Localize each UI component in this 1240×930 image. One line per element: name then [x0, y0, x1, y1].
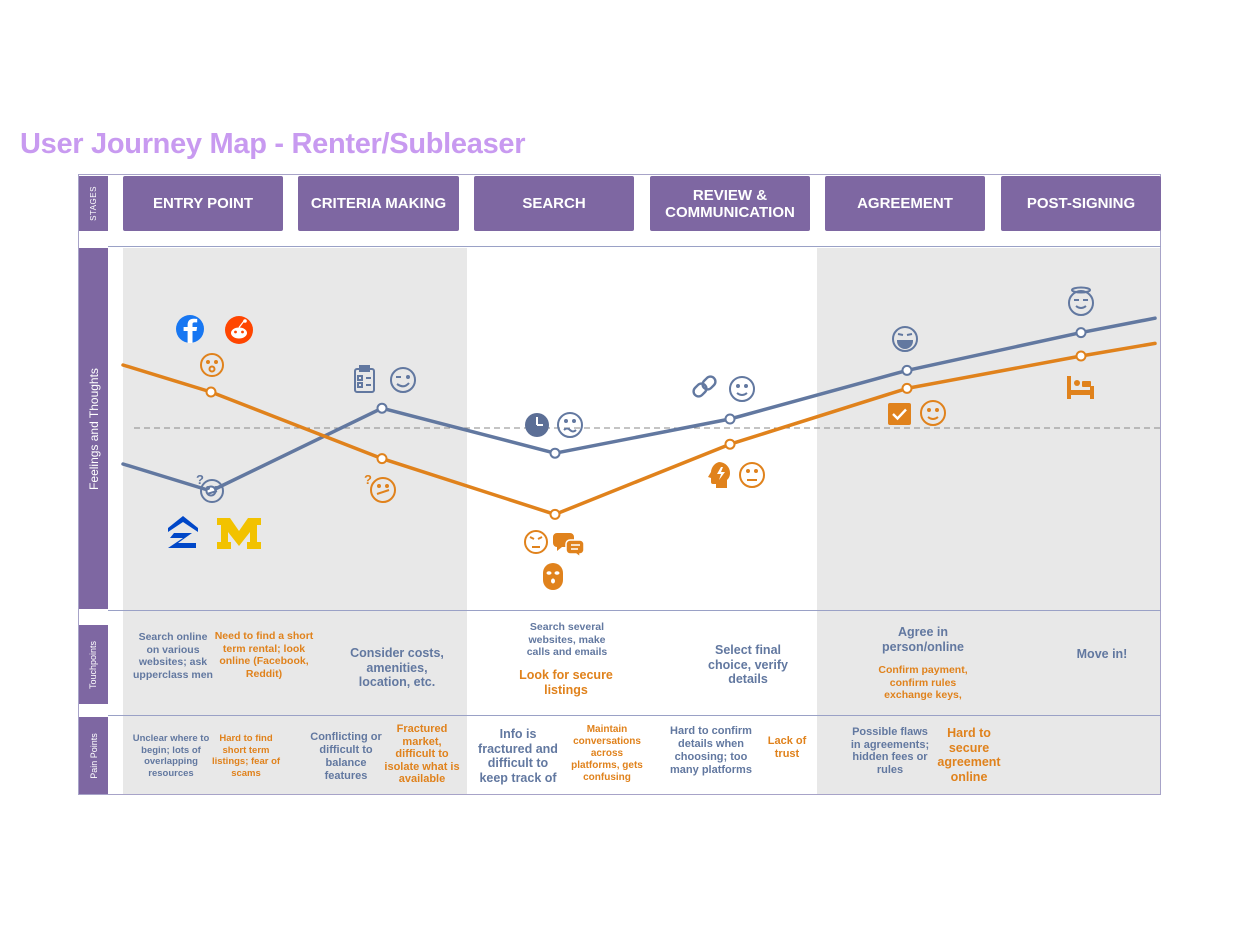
svg-text:?: ?: [364, 472, 372, 487]
divider-stages: [108, 246, 1161, 247]
touchpoint-search-orange: Look for secure listings: [519, 668, 613, 697]
touchpoint-agreement-blue: Agree in person/online: [882, 625, 964, 654]
painpoint-search-orange: Maintain conversations across platforms,…: [571, 724, 643, 783]
zillow-icon: [168, 516, 198, 548]
painpoint-criteria-orange: Fractured market, difficult to isolate w…: [384, 723, 460, 785]
painpoint-criteria-blue: Conflicting or difficult to balance feat…: [310, 731, 382, 782]
orange-series-line: [121, 341, 1157, 517]
orange-series-point: [901, 382, 913, 394]
clipboard-icon: [354, 365, 375, 393]
painpoint-search-blue: Info is fractured and difficult to keep …: [478, 727, 558, 785]
painpoint-review-blue: Hard to confirm details when choosing; t…: [670, 725, 752, 776]
reddit-icon: [225, 316, 253, 344]
stage-criteria-making: CRITERIA MAKING: [298, 176, 459, 231]
divider-feelings: [108, 610, 1161, 611]
svg-text:?: ?: [196, 472, 204, 487]
page-title: User Journey Map - Renter/Subleaser: [20, 128, 526, 160]
touchpoint-criteria: Consider costs, amenities, location, etc…: [350, 646, 444, 689]
painpoint-review-orange: Lack of trust: [767, 735, 807, 760]
stage-search: SEARCH: [474, 176, 634, 231]
blue-series-point: [549, 447, 561, 459]
touchpoint-entry-blue: Search online on various websites; ask u…: [133, 631, 213, 681]
orange-series-point: [376, 453, 388, 465]
orange-series-point: [205, 386, 217, 398]
link-icon: [692, 375, 717, 398]
touchpoint-agreement-orange: Confirm payment, confirm rules exchange …: [878, 664, 968, 701]
touchpoint-entry-orange: Need to find a short term rental; look o…: [214, 630, 314, 680]
stage-entry-point: ENTRY POINT: [123, 176, 283, 231]
clock-icon: [525, 413, 549, 437]
touchpoint-post: Move in!: [1076, 647, 1128, 661]
orange-series-point: [1075, 350, 1087, 362]
blue-series-point: [901, 364, 913, 376]
painpoint-entry-blue: Unclear where to begin; lots of overlapp…: [132, 733, 210, 779]
journey-map-frame: [78, 174, 1161, 795]
row-label-pain-points: Pain Points: [79, 717, 108, 794]
stage-review-communication: REVIEW & COMMUNICATION: [650, 176, 810, 231]
confused-face-icon: ?: [364, 472, 396, 503]
masked-thief-icon: [543, 563, 563, 590]
wink-face-icon: [390, 367, 416, 393]
orange-series-point: [549, 508, 561, 520]
angel-face-icon: [1068, 286, 1094, 316]
row-label-stages: STAGES: [79, 176, 108, 231]
painpoint-agreement-blue: Possible flaws in agreements; hidden fee…: [850, 726, 930, 776]
checkbox-icon: [888, 403, 911, 425]
emotion-lines: [121, 316, 1157, 520]
worried-face-icon: [557, 412, 583, 438]
row-label-feelings: Feelings and Thoughts: [79, 248, 108, 609]
blue-series-point: [376, 402, 388, 414]
idea-head-icon: [708, 462, 730, 488]
confused-face-icon: ?: [196, 472, 224, 503]
band-right: [817, 248, 1160, 794]
smile-face-icon: [729, 376, 755, 402]
chat-icon: [553, 533, 585, 559]
painpoint-entry-orange: Hard to find short term listings; fear o…: [211, 733, 281, 779]
blue-series-line: [121, 316, 1157, 493]
blue-series-point: [724, 413, 736, 425]
smile-face-icon: [920, 400, 946, 426]
divider-touchpoints: [108, 715, 1161, 716]
michigan-m-icon: [217, 518, 261, 549]
blue-series-point: [1075, 327, 1087, 339]
stage-post-signing: POST-SIGNING: [1001, 176, 1161, 231]
surprised-face-icon: [200, 353, 224, 377]
neutral-face-icon: [739, 462, 765, 488]
touchpoint-review: Select final choice, verify details: [708, 643, 788, 686]
orange-series-point: [724, 438, 736, 450]
grin-face-icon: [892, 326, 918, 352]
facebook-icon: [176, 315, 204, 343]
bed-icon: [1067, 376, 1094, 399]
angry-face-icon: [524, 530, 548, 554]
touchpoint-search-blue: Search several websites, make calls and …: [526, 621, 608, 658]
painpoint-agreement-orange: Hard to secure agreement online: [937, 726, 1001, 784]
row-label-touchpoints: Touchpoints: [79, 625, 108, 704]
stage-agreement: AGREEMENT: [825, 176, 985, 231]
